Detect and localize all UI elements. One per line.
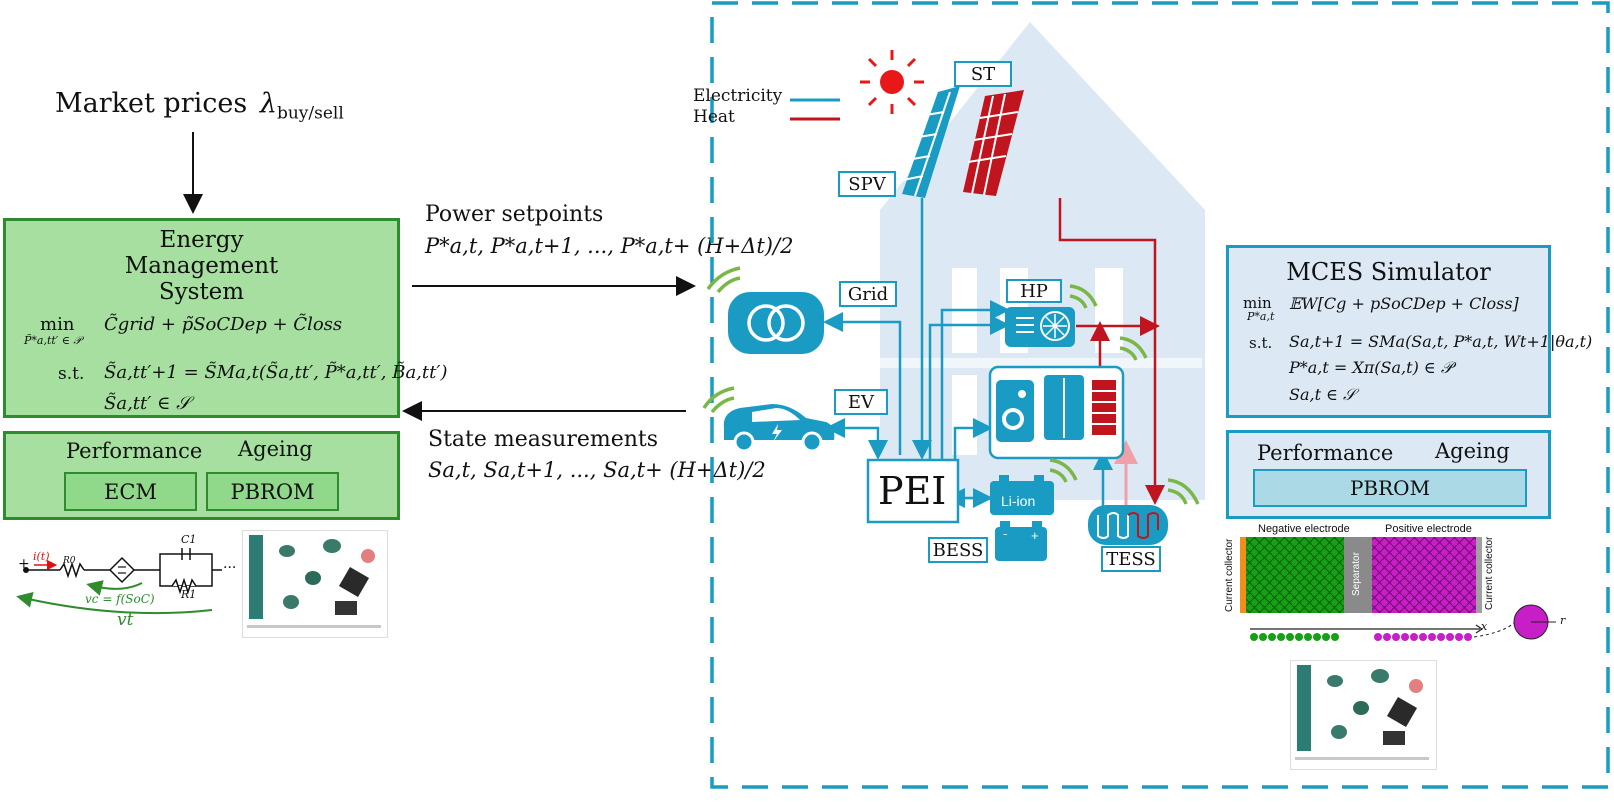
sim-min-label: min [1243, 294, 1272, 312]
ecm-r0-label: R0 [63, 556, 76, 566]
collector-right-text: Current collector [1484, 536, 1495, 610]
measurements-title: State measurements [428, 427, 659, 452]
ems-min-subscript: P̃*a,tt′ ∈ 𝒫 [24, 334, 82, 347]
collector-left-label: Current collector [1224, 539, 1235, 612]
ecm-circuit [16, 548, 222, 615]
separator-text: Separator [1351, 552, 1362, 596]
ecm-r1-label: R1 [181, 588, 197, 601]
pv-panel-icon [902, 86, 960, 198]
ecm-dots: ··· [223, 560, 237, 576]
ems-pbrom-box: PBROM [206, 472, 339, 511]
ems-constraint-state: S̃a,tt′ ∈ 𝒮 [104, 393, 191, 414]
electrode-r-axis-label: r [1560, 614, 1566, 627]
mces-simulator-title: MCES Simulator [1286, 258, 1491, 286]
tess-label: TESS [1106, 548, 1156, 570]
system-boundary [710, 1, 1610, 789]
market-lambda: λ [259, 88, 277, 119]
pei-label: PEI [878, 469, 947, 513]
ecm-current-label: i(t) [33, 550, 50, 563]
grid-tag: Grid [839, 281, 897, 307]
ecm-box: ECM [64, 472, 197, 511]
separator-label: Separator [1351, 552, 1362, 596]
st-label: ST [970, 63, 996, 85]
svg-text:+: + [1031, 528, 1039, 543]
sun-icon [860, 50, 924, 114]
thermal-storage-icon [1088, 505, 1168, 545]
spv-tag: SPV [838, 171, 896, 197]
pei-box [866, 458, 960, 524]
measurements-formula: Sa,t, Sa,t+1, ..., Sa,t+ (H+Δt)/2 [428, 458, 766, 482]
sim-ageing-label: Ageing [1435, 439, 1510, 463]
setpoints-title: Power setpoints [425, 202, 604, 227]
grid-label: Grid [847, 283, 889, 305]
setpoints-formula: P*a,t, P*a,t+1, ..., P*a,t+ (H+Δt)/2 [425, 234, 794, 258]
ems-title-line3: System [158, 279, 245, 305]
sim-models-box: Performance Ageing PBROM [1226, 430, 1551, 519]
spv-label: SPV [848, 173, 886, 195]
hp-label: HP [1020, 280, 1048, 302]
market-lambda-sub: buy/sell [276, 103, 344, 124]
pbrom-thumbnail-left [242, 530, 388, 638]
ems-st-label: s.t. [58, 364, 85, 384]
mces-simulator-box: MCES Simulator min P*a,t 𝔼W[Cg + pSoCDep… [1226, 245, 1592, 418]
ems-title-line1: Energy [159, 227, 244, 253]
sim-constraint-state: Sa,t ∈ 𝒮 [1289, 385, 1356, 404]
ems-models-box: Performance Ageing ECM PBROM [3, 431, 400, 520]
electrode-diagram [1240, 537, 1556, 641]
pbrom-thumbnail-right [1290, 660, 1437, 770]
ev-label: EV [847, 391, 875, 413]
market-prices-text: Market prices [55, 88, 248, 119]
sim-constraint-dynamics: Sa,t+1 = SMa(Sa,t, P*a,t, Wt+1|θa,t) [1289, 332, 1593, 351]
sim-pbrom-box: PBROM [1253, 469, 1527, 507]
ems-title: Energy Management System [6, 227, 397, 305]
st-tag: ST [954, 61, 1012, 87]
heat-pump-icon [1005, 307, 1075, 347]
grid-transformer-icon [728, 292, 824, 354]
sim-constraint-policy: P*a,t = Xπ(Sa,t) ∈ 𝒫 [1289, 358, 1453, 377]
negative-electrode-label: Negative electrode [1258, 523, 1350, 535]
bess-tag: BESS [928, 537, 988, 563]
market-prices-label: Market prices λbuy/sell [55, 88, 344, 123]
ecm-plus: + [18, 556, 30, 572]
ecm-label: ECM [104, 479, 157, 504]
ems-ageing-label: Ageing [238, 437, 313, 461]
bess-label: BESS [932, 539, 984, 561]
battery-icon: - + [990, 475, 1054, 561]
solar-thermal-icon [963, 90, 1024, 196]
ems-objective: C̃grid + p̃SoCDep + C̃loss [104, 314, 343, 335]
sim-objective: 𝔼W[Cg + pSoCDep + Closs] [1289, 294, 1519, 313]
ecm-vt-label: vt [117, 610, 134, 630]
ems-pbrom-label: PBROM [230, 479, 315, 504]
ems-performance-label: Performance [66, 439, 203, 463]
svg-text:-: - [1003, 526, 1007, 541]
tess-tag: TESS [1101, 546, 1161, 572]
sim-min-subscript: P*a,t [1247, 310, 1275, 323]
hp-tag: HP [1006, 279, 1062, 303]
positive-electrode-label: Positive electrode [1385, 523, 1472, 535]
ems-constraint-dynamics: S̃a,tt′+1 = S̃Ma,t(S̃a,tt′, P̃*a,tt′, B̃… [104, 362, 448, 383]
sim-st-label: s.t. [1249, 334, 1273, 352]
sim-pbrom-label: PBROM [1349, 476, 1431, 500]
wifi-icons [702, 266, 1200, 505]
ems-title-line2: Management [124, 253, 279, 279]
legend-electricity-label: Electricity [693, 86, 783, 106]
li-ion-label: Li-ion [1001, 493, 1036, 509]
sim-performance-label: Performance [1257, 441, 1394, 465]
ev-car-icon [723, 404, 835, 453]
collector-left-text: Current collector [1224, 538, 1235, 612]
electrode-x-axis-label: x [1481, 620, 1488, 633]
legend-heat-label: Heat [693, 107, 735, 127]
ecm-c1-label: C1 [181, 533, 197, 546]
ems-box: Energy Management System min P̃*a,tt′ ∈ … [3, 218, 447, 418]
ecm-vc-label: vc = f(SoC) [85, 592, 155, 606]
ev-tag: EV [834, 389, 888, 415]
collector-right-label: Current collector [1484, 537, 1495, 610]
appliances-icon [988, 365, 1125, 460]
ems-min-label: min [40, 314, 75, 335]
